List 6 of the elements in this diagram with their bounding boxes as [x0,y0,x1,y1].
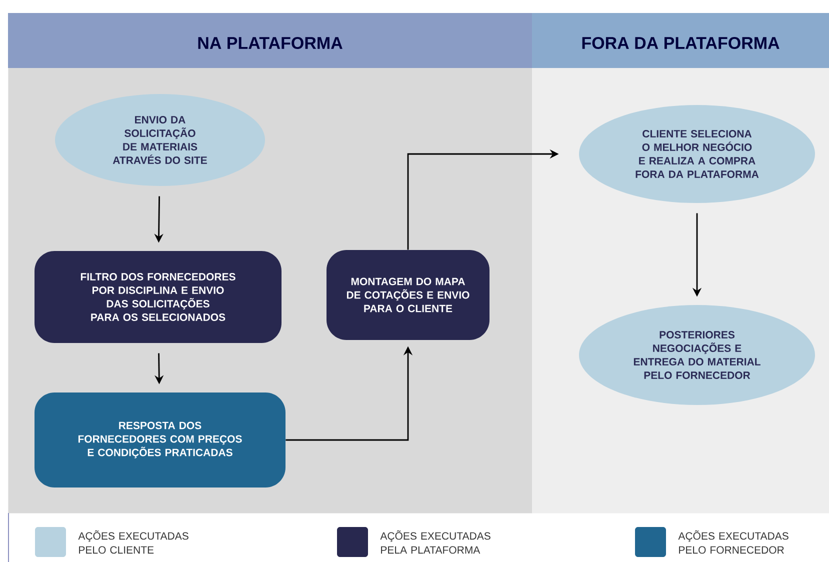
process-box: FILTRO DOS FORNECEDORES POR DISCIPLINA E ENVIO DAS SOLICITAÇÕES PARA OS SELECIONADOS [34,251,282,343]
process-box: RESPOSTA DOS FORNECEDORES COM PREÇOS E CONDIÇÕES PRATICADAS [34,392,286,488]
legend-label: AÇÕES EXECUTADAS PELO CLIENTE [78,530,188,554]
process-box: MONTAGEM DO MAPA DE COTAÇÕES E ENVIO PARA O CLIENTE [326,250,490,340]
legend-label: AÇÕES EXECUTADAS PELA PLATAFORMA [380,530,490,554]
legend-label: AÇÕES EXECUTADAS PELO FORNECEDOR [678,530,788,554]
